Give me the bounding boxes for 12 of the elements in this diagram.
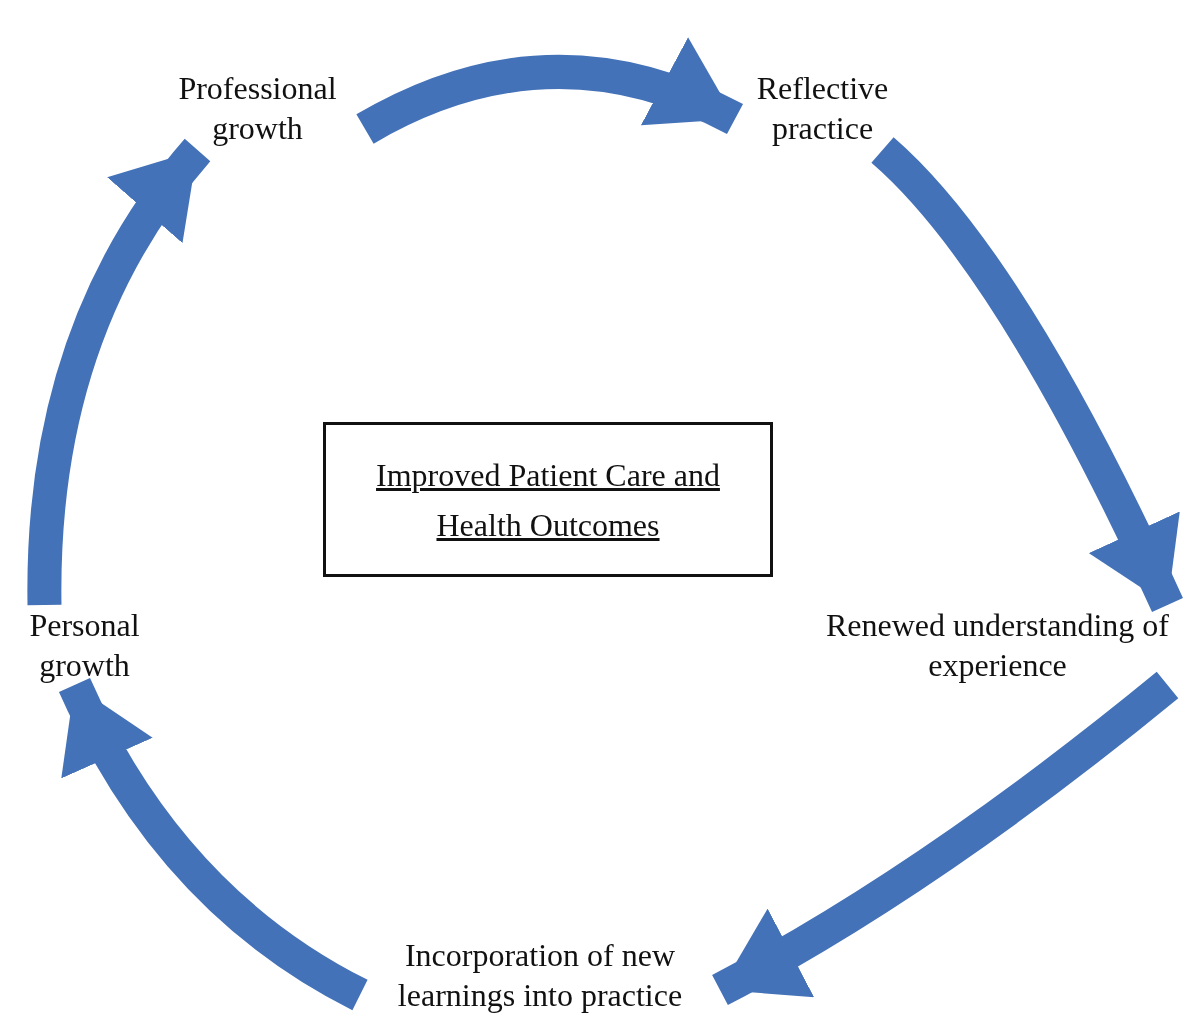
outcome-box [323,422,773,577]
step-label: Professional growth [150,68,365,150]
curved-arrow [711,671,1179,1005]
curved-arrow [870,137,1183,613]
step-label: Reflective practice [735,68,910,150]
curved-arrow [59,677,369,1010]
step-label: Incorporation of new learnings into practice [360,935,720,1014]
outcome-text: Improved Patient Care and Health Outcomes [375,455,721,545]
curved-arrow [27,139,211,606]
step-label: Personal growth [12,605,157,685]
step-label: Renewed understanding of experience [825,605,1170,685]
curved-arrow [356,38,743,144]
